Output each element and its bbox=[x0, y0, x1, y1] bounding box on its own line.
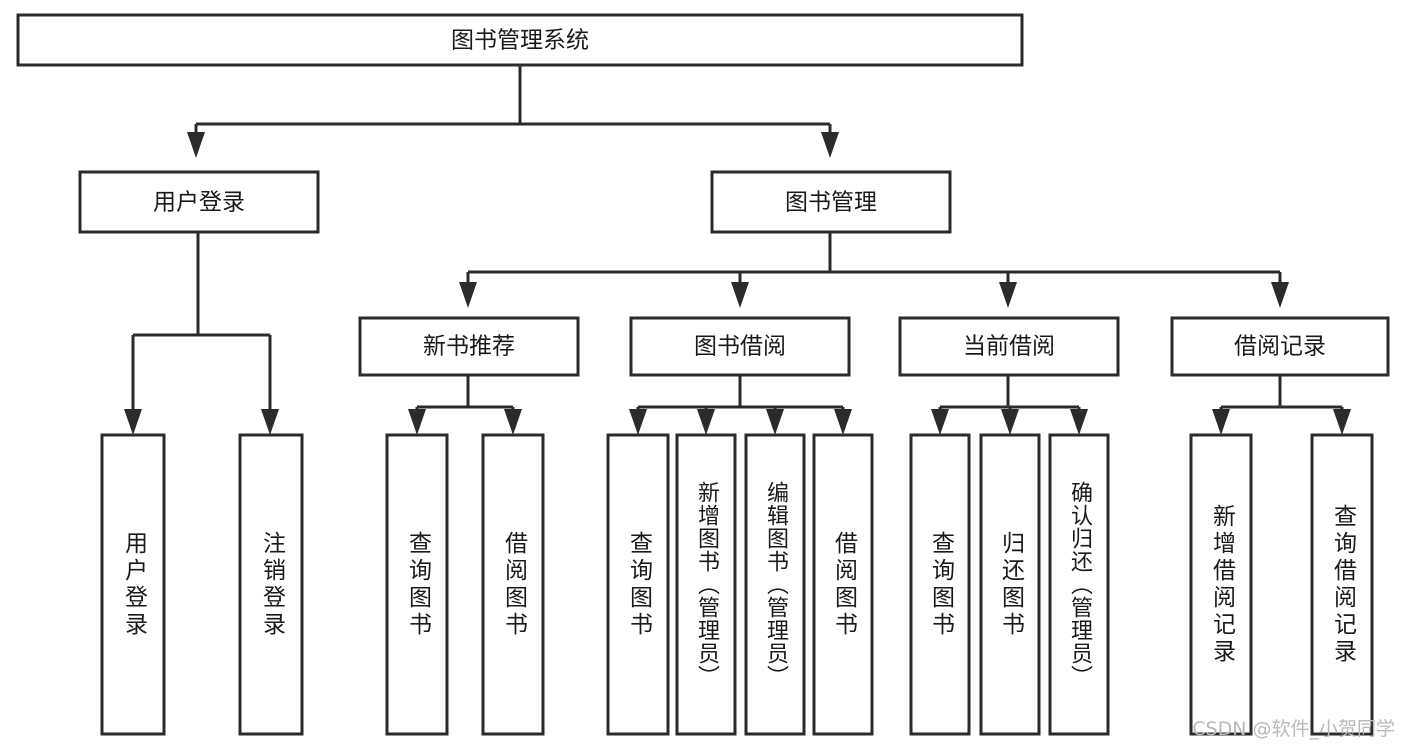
leaf-box-borrow-book-2[interactable] bbox=[812, 433, 874, 736]
arrow-to-leaf-edit-book bbox=[766, 409, 784, 435]
arrow-to-leaf-add-record bbox=[1212, 409, 1230, 435]
arrow-to-leaf-query-book-1 bbox=[408, 409, 426, 435]
arrow-to-new-book-recommend bbox=[459, 282, 477, 308]
arrow-to-leaf-query-book-3 bbox=[931, 409, 949, 435]
watermark-text: CSDN @软件_小贺同学 bbox=[1192, 718, 1395, 740]
leaf-box-confirm-return[interactable] bbox=[1048, 433, 1110, 736]
leaf-box-query-record[interactable] bbox=[1310, 433, 1374, 736]
node-book-borrow[interactable]: 图书借阅 bbox=[629, 316, 851, 377]
node-book-manage-label: 图书管理 bbox=[785, 190, 877, 216]
node-book-borrow-label: 图书借阅 bbox=[694, 334, 786, 360]
leaf-box-return-book[interactable] bbox=[979, 433, 1041, 736]
connector-newbook-to-leaves bbox=[415, 375, 515, 409]
node-user-login[interactable]: 用户登录 bbox=[78, 170, 320, 234]
node-new-book-recommend[interactable]: 新书推荐 bbox=[358, 316, 580, 377]
node-current-borrow-label: 当前借阅 bbox=[963, 334, 1055, 360]
connector-bookborrow-to-leaves bbox=[636, 375, 845, 409]
arrow-to-current-borrow bbox=[999, 282, 1017, 308]
node-borrow-record[interactable]: 借阅记录 bbox=[1170, 316, 1390, 377]
leaf-box-query-book-2[interactable] bbox=[606, 433, 670, 736]
leaf-box-query-book-3[interactable] bbox=[909, 433, 971, 736]
node-new-book-recommend-label: 新书推荐 bbox=[423, 334, 515, 360]
arrow-to-leaf-query-record bbox=[1333, 409, 1351, 435]
arrow-to-leaf-return-book bbox=[1001, 409, 1019, 435]
connector-currentborrow-to-leaves bbox=[938, 375, 1081, 409]
arrow-to-leaf-logout bbox=[261, 409, 279, 435]
connector-bookmanage-to-level3 bbox=[466, 232, 1282, 282]
node-borrow-record-label: 借阅记录 bbox=[1234, 334, 1326, 360]
connector-userlogin-to-leaves bbox=[131, 232, 272, 409]
leaf-box-borrow-book-1[interactable] bbox=[481, 433, 545, 736]
leaf-box-edit-book[interactable] bbox=[744, 433, 806, 736]
arrow-to-leaf-query-book-2 bbox=[629, 409, 647, 435]
arrow-to-leaf-add-book bbox=[697, 409, 715, 435]
arrow-to-leaf-borrow-book-2 bbox=[834, 409, 852, 435]
leaf-box-query-book-1[interactable] bbox=[385, 433, 449, 736]
connector-root-to-level2 bbox=[194, 65, 832, 132]
leaf-box-user-login[interactable] bbox=[100, 433, 166, 736]
arrow-to-book-borrow bbox=[731, 282, 749, 308]
arrow-to-borrow-record bbox=[1271, 282, 1289, 308]
node-current-borrow[interactable]: 当前借阅 bbox=[898, 316, 1120, 377]
arrow-to-user-login bbox=[187, 132, 205, 158]
leaf-box-logout[interactable] bbox=[238, 433, 304, 736]
node-book-manage[interactable]: 图书管理 bbox=[710, 170, 952, 234]
connector-borrowrecord-to-leaves bbox=[1219, 375, 1344, 409]
arrow-to-leaf-user-login bbox=[124, 409, 142, 435]
node-root-label: 图书管理系统 bbox=[451, 28, 589, 54]
node-user-login-label: 用户登录 bbox=[153, 190, 245, 216]
arrow-to-leaf-borrow-book-1 bbox=[504, 409, 522, 435]
node-root[interactable]: 图书管理系统 bbox=[16, 13, 1024, 67]
arrow-to-book-manage bbox=[821, 132, 839, 158]
leaf-box-add-record[interactable] bbox=[1189, 433, 1253, 736]
leaf-box-add-book[interactable] bbox=[675, 433, 737, 736]
arrow-to-leaf-confirm-return bbox=[1070, 409, 1088, 435]
